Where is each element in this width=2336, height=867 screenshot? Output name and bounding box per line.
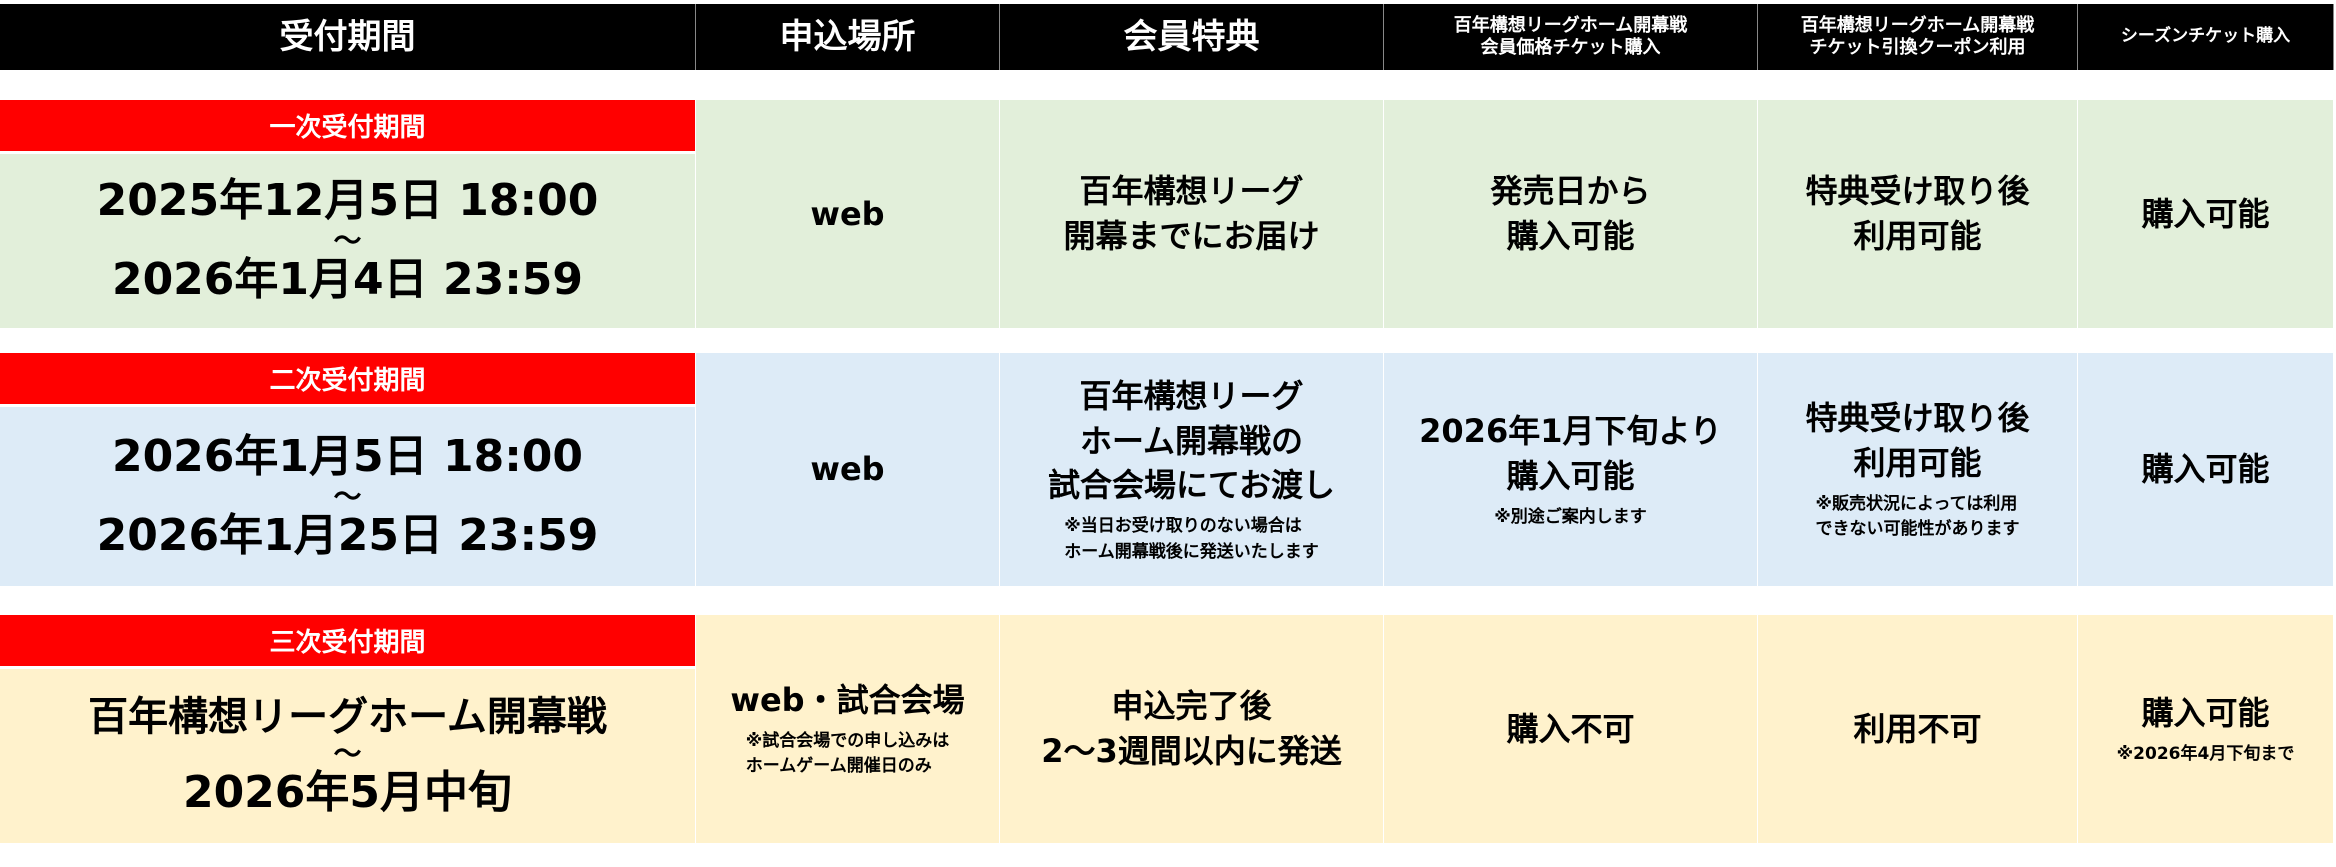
period-cell: 一次受付期間 2025年12月5日 18:00 ～ 2026年1月4日 23:5… — [0, 100, 696, 328]
period-end: 2026年5月中旬 — [182, 766, 513, 818]
place-cell: web — [696, 100, 1000, 328]
period-end: 2026年1月4日 23:59 — [111, 254, 584, 305]
place-cell: web・試合会場 ※試合会場での申し込みは ホームゲーム開催日のみ — [696, 615, 1000, 843]
period-cell: 三次受付期間 百年構想リーグホーム開幕戦 ～ 2026年5月中旬 — [0, 615, 696, 843]
header-ticket: 百年構想リーグホーム開幕戦 会員価格チケット購入 — [1384, 4, 1758, 70]
period-start: 2026年1月5日 18:00 — [111, 430, 584, 482]
ticket-text: 2026年1月下旬より 購入可能 — [1419, 411, 1722, 495]
period-label: 二次受付期間 — [0, 353, 695, 407]
ticket-cell: 2026年1月下旬より 購入可能 ※別途ご案内します — [1384, 353, 1758, 586]
header-season: シーズンチケット購入 — [2078, 4, 2334, 70]
period-tilde: ～ — [333, 224, 362, 257]
place-cell: web — [696, 353, 1000, 586]
benefit-text: 百年構想リーグ 開幕までにお届け — [1063, 172, 1320, 255]
place-text: web — [810, 194, 885, 233]
table-row: 二次受付期間 2026年1月5日 18:00 ～ 2026年1月25日 23:5… — [0, 353, 2334, 586]
place-text: web・試合会場 — [730, 681, 965, 720]
benefit-text: 申込完了後 2～3週間以内に発送 — [1041, 687, 1342, 770]
header-benefit: 会員特典 — [1000, 4, 1384, 70]
benefit-cell: 百年構想リーグ 開幕までにお届け — [1000, 100, 1384, 328]
period-label: 三次受付期間 — [0, 615, 695, 669]
period-label: 一次受付期間 — [0, 100, 695, 154]
ticket-note: ※別途ご案内します — [1494, 506, 1647, 527]
period-tilde: ～ — [333, 736, 362, 770]
ticket-cell: 発売日から 購入可能 — [1384, 100, 1758, 328]
benefit-cell: 申込完了後 2～3週間以内に発送 — [1000, 615, 1384, 843]
period-cell: 二次受付期間 2026年1月5日 18:00 ～ 2026年1月25日 23:5… — [0, 353, 696, 586]
coupon-cell: 特典受け取り後 利用可能 ※販売状況によっては利用 できない可能性があります — [1758, 353, 2078, 586]
place-text: web — [810, 450, 885, 489]
coupon-cell: 利用不可 — [1758, 615, 2078, 843]
season-cell: 購入可能 — [2078, 100, 2334, 328]
header-period: 受付期間 — [0, 4, 696, 70]
period-dates: 2026年1月5日 18:00 ～ 2026年1月25日 23:59 — [97, 407, 599, 586]
season-cell: 購入可能 ※2026年4月下旬まで — [2078, 615, 2334, 843]
season-cell: 購入可能 — [2078, 353, 2334, 586]
season-text: 購入可能 — [2141, 450, 2270, 489]
ticket-text: 購入不可 — [1506, 709, 1635, 748]
ticket-cell: 購入不可 — [1384, 615, 1758, 843]
period-dates: 百年構想リーグホーム開幕戦 ～ 2026年5月中旬 — [88, 669, 607, 843]
benefit-note: ※当日お受け取りのない場合は ホーム開幕戦後に発送いたします — [1064, 516, 1319, 562]
period-start: 2025年12月5日 18:00 — [96, 175, 599, 227]
period-tilde: ～ — [333, 479, 362, 513]
ticket-text: 発売日から 購入可能 — [1490, 172, 1651, 255]
season-note: ※2026年4月下旬まで — [2116, 743, 2295, 764]
table-row: 三次受付期間 百年構想リーグホーム開幕戦 ～ 2026年5月中旬 web・試合会… — [0, 615, 2334, 843]
header-coupon: 百年構想リーグホーム開幕戦 チケット引換クーポン利用 — [1758, 4, 2078, 70]
coupon-text: 特典受け取り後 利用可能 — [1805, 172, 2030, 255]
period-end: 2026年1月25日 23:59 — [96, 509, 599, 561]
coupon-text: 特典受け取り後 利用可能 — [1805, 399, 2030, 482]
table-header: 受付期間 申込場所 会員特典 百年構想リーグホーム開幕戦 会員価格チケット購入 … — [0, 4, 2334, 70]
benefit-cell: 百年構想リーグ ホーム開幕戦の 試合会場にてお渡し ※当日お受け取りのない場合は … — [1000, 353, 1384, 586]
coupon-text: 利用不可 — [1853, 709, 1982, 748]
period-dates: 2025年12月5日 18:00 ～ 2026年1月4日 23:59 — [97, 154, 599, 328]
place-note: ※試合会場での申し込みは ホームゲーム開催日のみ — [745, 730, 950, 777]
period-start: 百年構想リーグホーム開幕戦 — [88, 693, 607, 740]
table-row: 一次受付期間 2025年12月5日 18:00 ～ 2026年1月4日 23:5… — [0, 100, 2334, 328]
season-text: 購入可能 — [2141, 693, 2270, 732]
benefit-text: 百年構想リーグ ホーム開幕戦の 試合会場にてお渡し — [1047, 376, 1336, 505]
coupon-cell: 特典受け取り後 利用可能 — [1758, 100, 2078, 328]
header-place: 申込場所 — [696, 4, 1000, 70]
season-text: 購入可能 — [2141, 194, 2270, 233]
coupon-note: ※販売状況によっては利用 できない可能性があります — [1815, 493, 2020, 540]
